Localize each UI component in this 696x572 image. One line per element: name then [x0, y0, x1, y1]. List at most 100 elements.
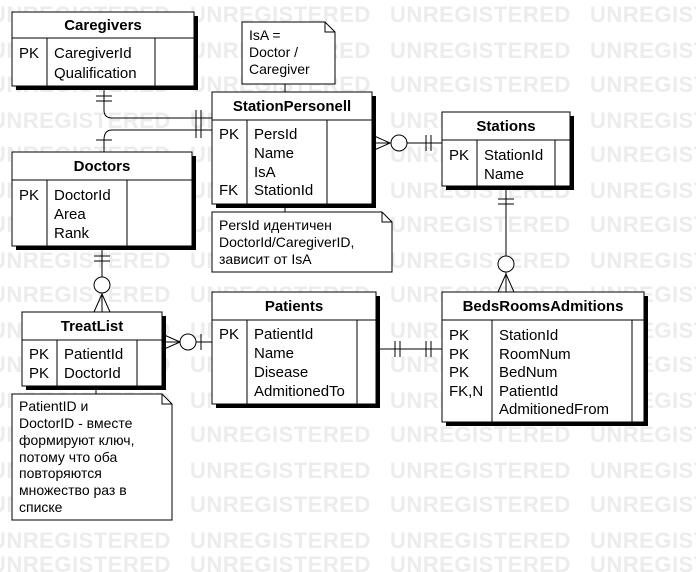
key-label: PK — [449, 346, 469, 363]
field-persid: PersId — [254, 126, 297, 143]
watermark-text: UNREGISTERED — [390, 38, 571, 63]
watermark-text: UNREGISTERED — [390, 422, 571, 447]
watermark-text: UNREGISTERED — [0, 248, 171, 273]
key-label: PK — [219, 326, 239, 343]
key-label: PK — [29, 346, 49, 363]
watermark-text: UNREGISTERED — [590, 422, 696, 447]
field-caregiverid: CaregiverId — [54, 45, 132, 62]
entity-title: Doctors — [74, 158, 131, 175]
watermark-text: UNREGISTERED — [390, 2, 571, 27]
field-disease: Disease — [254, 364, 308, 381]
watermark-text: UNREGISTERED — [590, 142, 696, 167]
field-doctorid: DoctorId — [64, 365, 121, 382]
note-line: DoctorId/CaregiverID, — [219, 234, 354, 250]
note-line: зависит от IsA — [219, 251, 312, 267]
key-label: PK — [219, 126, 239, 143]
watermark-text: UNREGISTERED — [590, 212, 696, 237]
entity-bedsroomsadmitions[interactable]: BedsRoomsAdmitions PK PK PK FK,N Station… — [441, 291, 648, 426]
field-bednum: BedNum — [499, 364, 557, 381]
field-qualification: Qualification — [54, 65, 137, 82]
watermark-text: UNREGISTERED — [0, 108, 171, 133]
watermark-text: UNREGISTERED — [590, 458, 696, 483]
key-label: FK — [219, 182, 238, 199]
relationship-lines — [93, 84, 515, 394]
note-line: Doctor / — [249, 44, 298, 60]
watermark-text: UNREGISTERED — [590, 248, 696, 273]
watermark-text: UNREGISTERED — [390, 492, 571, 517]
watermark-text: UNREGISTERED — [590, 38, 696, 63]
note-line: формируют ключ, — [19, 432, 135, 448]
field-rank: Rank — [54, 225, 90, 242]
note-line: повторяются — [19, 465, 102, 481]
watermark-text: UNREGISTERED — [390, 72, 571, 97]
watermark-text: UNREGISTERED — [390, 458, 571, 483]
entity-patients[interactable]: Patients PK PatientId Name Disease Admit… — [211, 291, 380, 408]
watermark-text: UNREGISTERED — [390, 248, 571, 273]
entity-title: Caregivers — [64, 17, 142, 34]
watermark-text: UNREGISTERED — [590, 492, 696, 517]
note-line: PatientID и — [19, 398, 88, 414]
watermark-text: UNREGISTERED — [390, 552, 571, 572]
note-persid[interactable]: PersId идентичен DoctorId/CaregiverID, з… — [211, 211, 393, 273]
field-doctorid: DoctorId — [54, 187, 111, 204]
watermark-text: UNREGISTERED — [0, 552, 171, 572]
watermark-text: UNREGISTERED — [590, 528, 696, 553]
key-label: PK — [19, 45, 39, 62]
field-admitionedfrom: AdmitionedFrom — [499, 401, 609, 418]
key-label: PK — [29, 365, 49, 382]
watermark-text: UNREGISTERED — [590, 178, 696, 203]
note-isa[interactable]: IsA = Doctor / Caregiver — [241, 21, 336, 85]
entity-caregivers[interactable]: Caregivers PK CaregiverId Qualification — [11, 11, 198, 90]
key-label: PK — [449, 147, 469, 164]
field-name: Name — [254, 345, 294, 362]
note-treatlist-key[interactable]: PatientID и DoctorID - вместе формируют … — [11, 393, 173, 521]
field-patientid: PatientId — [254, 326, 313, 343]
note-line: потому что оба — [19, 449, 117, 465]
watermark-text: UNREGISTERED — [190, 458, 371, 483]
field-admitionedto: AdmitionedTo — [254, 383, 345, 400]
note-line: DoctorID - вместе — [19, 415, 133, 431]
watermark-text: UNREGISTERED — [190, 492, 371, 517]
key-label: FK,N — [449, 383, 483, 400]
watermark-text: UNREGISTERED — [590, 72, 696, 97]
key-label: PK — [19, 187, 39, 204]
entity-treatlist[interactable]: TreatList PK PK PatientId DoctorId — [21, 311, 166, 390]
field-name: Name — [254, 145, 294, 162]
field-patientid: PatientId — [499, 383, 558, 400]
watermark-text: UNREGISTERED — [0, 282, 171, 307]
field-stationid: StationId — [484, 147, 543, 164]
watermark-text: UNREGISTERED — [0, 528, 171, 553]
field-name: Name — [484, 166, 524, 183]
watermark-text: UNREGISTERED — [590, 108, 696, 133]
note-line: списке — [19, 499, 63, 515]
note-line: PersId идентичен — [219, 217, 332, 233]
watermark-text: UNREGISTERED — [190, 552, 371, 572]
watermark-text: UNREGISTERED — [190, 528, 371, 553]
note-line: множество раз в — [19, 482, 127, 498]
watermark-text: UNREGISTERED — [390, 528, 571, 553]
field-stationid: StationId — [499, 327, 558, 344]
field-isa: IsA — [254, 164, 276, 181]
entity-title: BedsRoomsAdmitions — [463, 298, 624, 315]
relationship-caregivers-stationpersonell[interactable] — [103, 88, 212, 119]
entity-stations[interactable]: Stations PK StationId Name — [441, 111, 574, 190]
field-area: Area — [54, 206, 86, 223]
note-line: Caregiver — [249, 61, 310, 77]
note-line: IsA = — [249, 27, 281, 43]
field-stationid: StationId — [254, 182, 313, 199]
entity-title: Stations — [476, 118, 535, 135]
entity-stationpersonell[interactable]: StationPersonell PK FK PersId Name IsA S… — [211, 91, 376, 208]
entity-title: StationPersonell — [233, 98, 351, 115]
entity-title: Patients — [265, 298, 323, 315]
entity-title: TreatList — [61, 318, 124, 335]
key-label: PK — [449, 364, 469, 381]
key-label: PK — [449, 327, 469, 344]
watermark-text: UNREGISTERED — [190, 422, 371, 447]
watermark-text: UNREGISTERED — [590, 552, 696, 572]
watermark-text: UNREGISTERED — [590, 2, 696, 27]
entity-doctors[interactable]: Doctors PK DoctorId Area Rank — [11, 151, 196, 250]
watermark-text: UNREGISTERED — [390, 212, 571, 237]
field-roomnum: RoomNum — [499, 346, 571, 363]
field-patientid: PatientId — [64, 346, 123, 363]
